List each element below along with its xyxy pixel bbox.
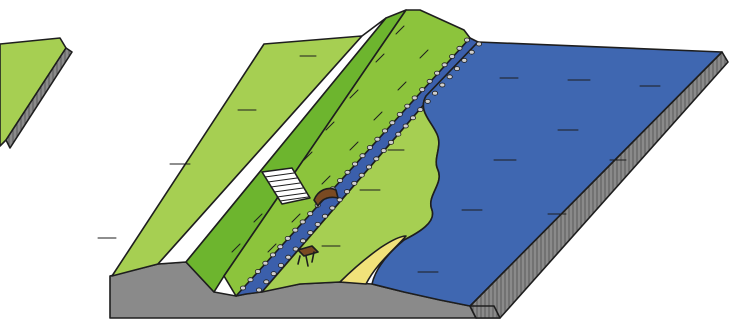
revetment-stone xyxy=(464,38,469,42)
revetment-stone xyxy=(412,96,417,100)
revetment-stone xyxy=(248,278,253,282)
revetment-stone xyxy=(432,91,437,95)
revetment-stone xyxy=(462,58,467,62)
revetment-stone xyxy=(256,288,261,292)
revetment-stone xyxy=(345,170,350,174)
revetment-stone xyxy=(270,253,275,257)
main-block xyxy=(98,10,728,318)
revetment-stone xyxy=(388,140,393,144)
revetment-stone xyxy=(469,50,474,54)
revetment-stone xyxy=(403,124,408,128)
revetment-stone xyxy=(440,83,445,87)
revetment-stone xyxy=(375,137,380,141)
revetment-stone xyxy=(366,165,371,169)
revetment-stone xyxy=(278,245,283,249)
revetment-stone xyxy=(476,42,481,46)
water-block-bottom xyxy=(470,306,500,318)
revetment-stone xyxy=(293,228,298,232)
revetment-stone xyxy=(308,212,313,216)
revetment-stone xyxy=(420,88,425,92)
revetment-stone xyxy=(322,214,327,218)
revetment-stone xyxy=(405,104,410,108)
revetment-stone xyxy=(374,157,379,161)
left-land-fragment xyxy=(0,38,72,148)
revetment-stone xyxy=(418,108,423,112)
revetment-stone xyxy=(271,272,276,276)
revetment-stone xyxy=(255,270,260,274)
revetment-stone xyxy=(352,181,357,185)
revetment-stone xyxy=(300,220,305,224)
revetment-stone xyxy=(278,263,283,267)
revetment-stone xyxy=(352,162,357,166)
revetment-stone xyxy=(308,231,313,235)
revetment-stone xyxy=(344,190,349,194)
revetment-stone xyxy=(315,222,320,226)
left-land-top xyxy=(0,38,66,146)
revetment-stone xyxy=(457,46,462,50)
revetment-stone xyxy=(338,179,343,183)
revetment-stone xyxy=(381,149,386,153)
revetment-stone xyxy=(286,255,291,259)
revetment-stone xyxy=(410,116,415,120)
revetment-stone xyxy=(396,132,401,136)
revetment-stone xyxy=(330,206,335,210)
revetment-stone xyxy=(447,75,452,79)
revetment-stone xyxy=(382,129,387,133)
revetment-stone xyxy=(427,79,432,83)
revetment-stone xyxy=(240,286,245,290)
revetment-stone xyxy=(360,154,365,158)
revetment-stone xyxy=(425,99,430,103)
revetment-stone xyxy=(263,261,268,265)
revetment-stone xyxy=(285,236,290,240)
revetment-stone xyxy=(397,112,402,116)
revetment-stone xyxy=(367,146,372,150)
revetment-stone xyxy=(450,55,455,59)
revetment-stone xyxy=(442,63,447,67)
revetment-stone xyxy=(435,71,440,75)
revetment-stone xyxy=(264,280,269,284)
revetment-stone xyxy=(300,239,305,243)
revetment-stone xyxy=(454,67,459,71)
revetment-stone xyxy=(390,121,395,125)
revetment-stone xyxy=(359,173,364,177)
